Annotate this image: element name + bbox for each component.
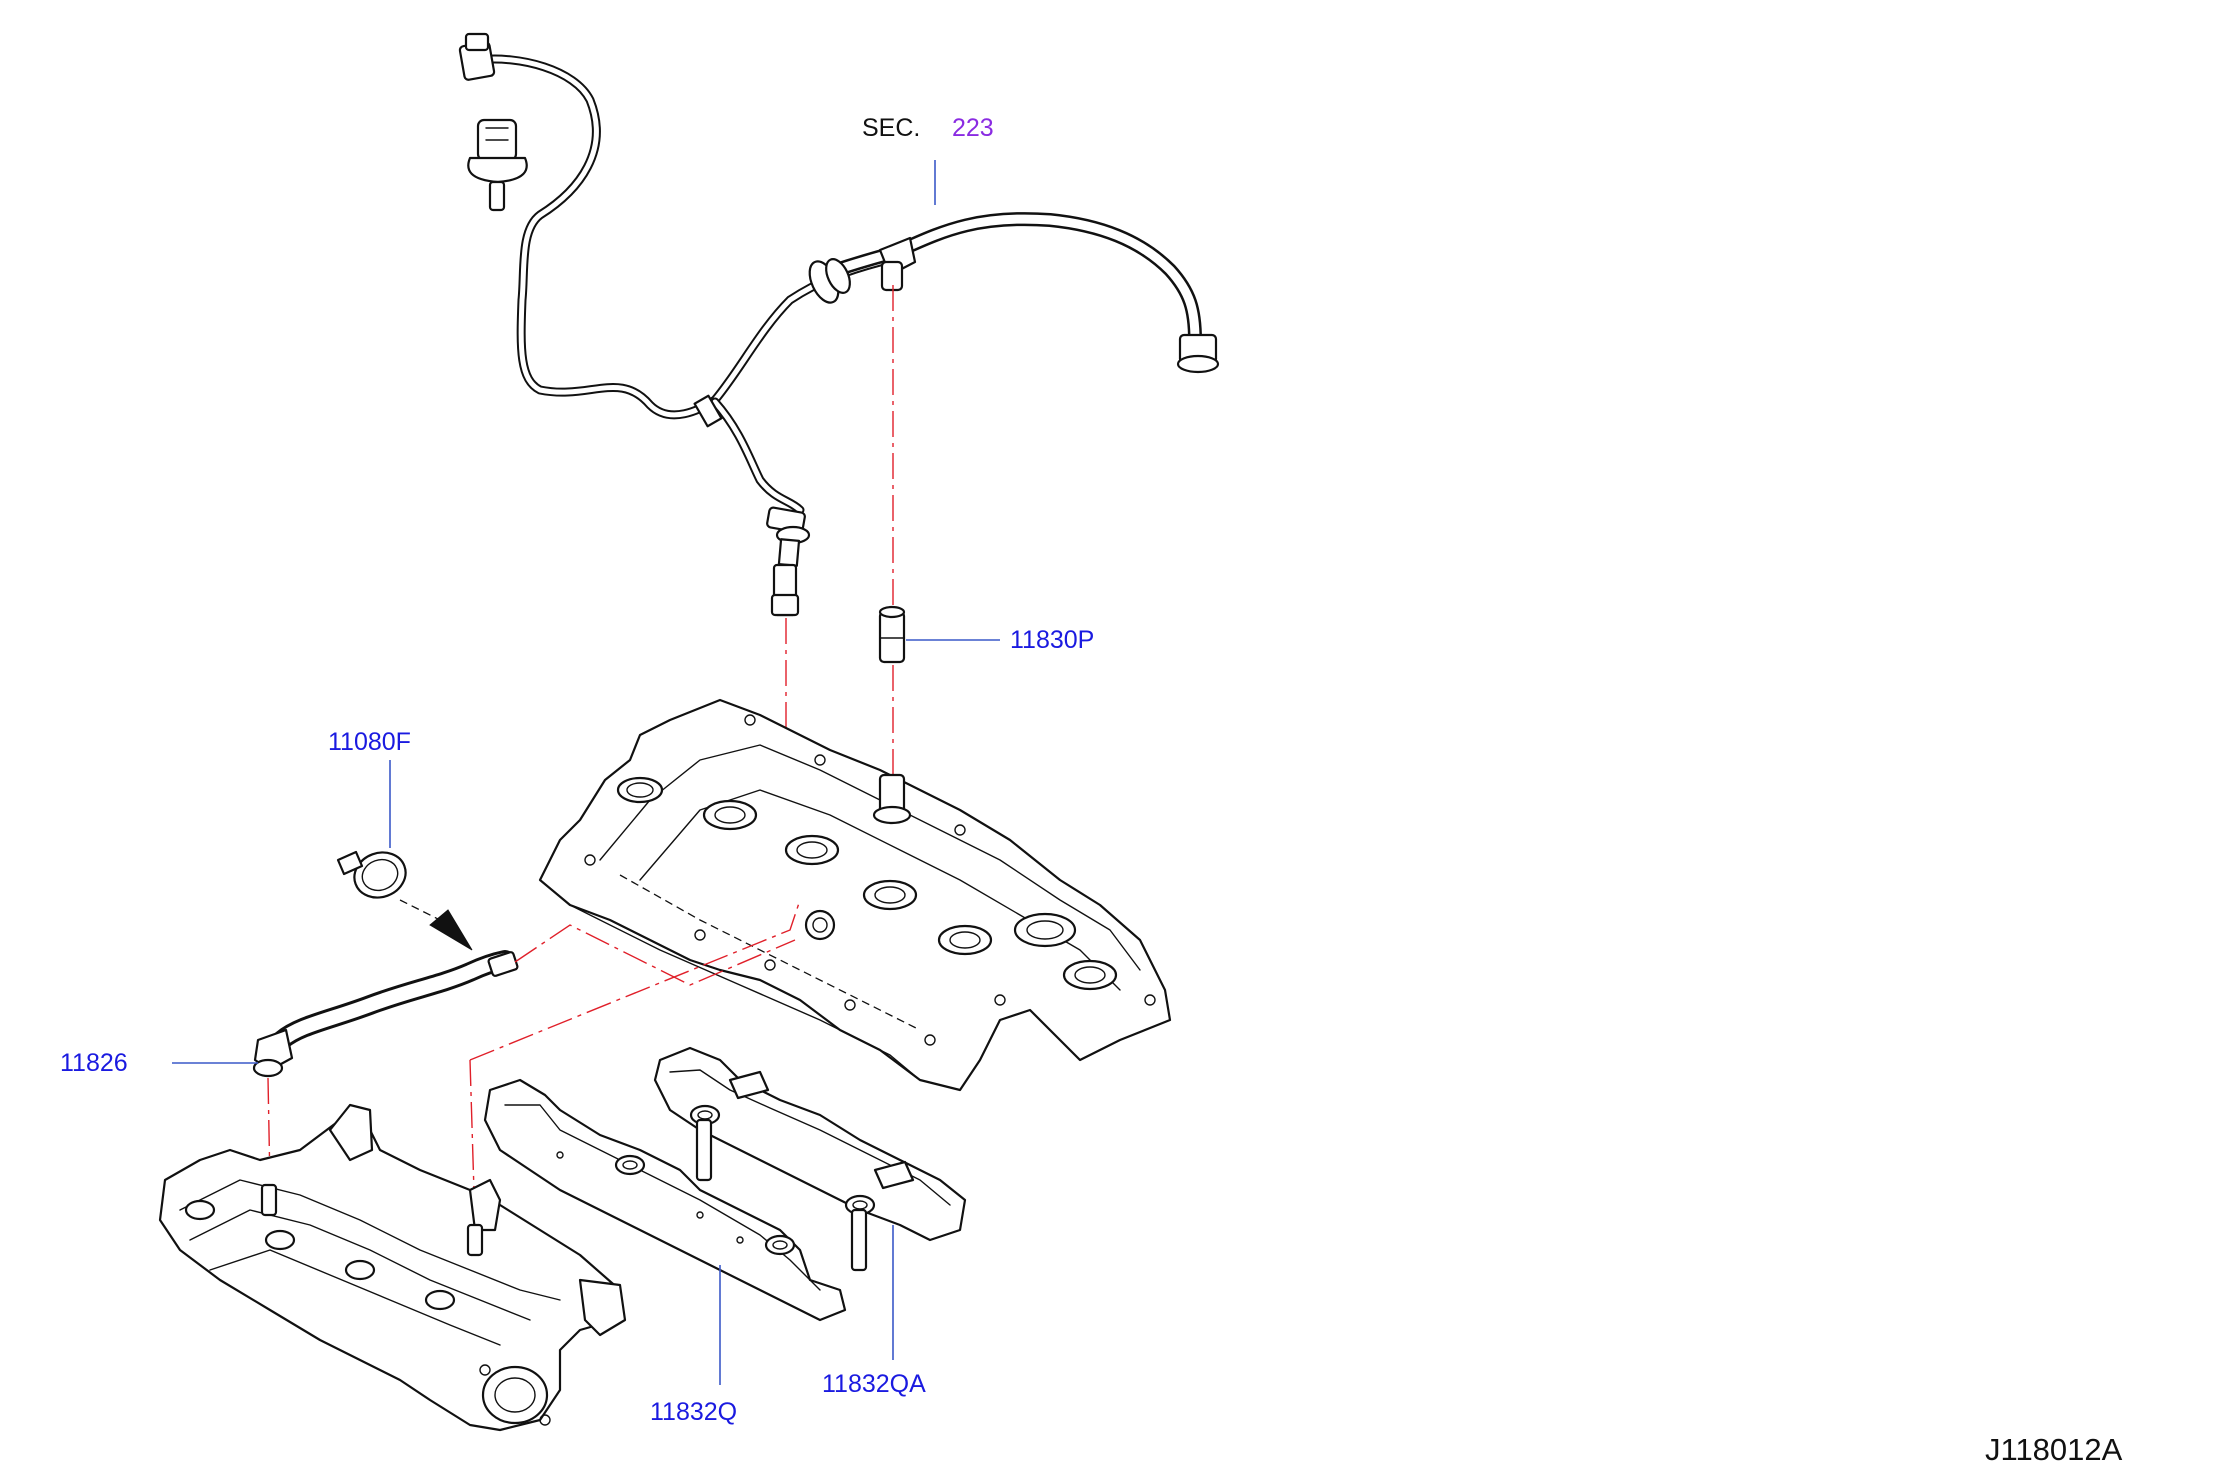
section-ref-number[interactable]: 223 — [952, 114, 994, 142]
callout-11832q[interactable]: 11832Q — [650, 1398, 737, 1426]
upper-baffle-plate — [653, 1046, 967, 1272]
callout-11080f[interactable]: 11080F — [328, 728, 411, 756]
hose-clamp — [336, 850, 407, 899]
diagram-id: J118012A — [1985, 1432, 2123, 1467]
pcv-valve — [878, 605, 906, 664]
install-direction-arrow — [429, 909, 473, 951]
callout-11826[interactable]: 11826 — [60, 1049, 128, 1077]
baffle-bolt-2 — [850, 1208, 868, 1272]
sensor-harness — [458, 32, 885, 617]
callout-11830p[interactable]: 11830P — [1010, 626, 1094, 654]
baffle-bolt-1 — [695, 1118, 713, 1182]
rocker-cover — [538, 698, 1172, 1092]
section-ref-prefix: SEC. — [862, 114, 920, 142]
blow-by-hose — [252, 950, 519, 1078]
intake-manifold — [158, 1103, 627, 1432]
breather-hose — [808, 212, 1220, 374]
baffle-plate — [483, 1078, 847, 1322]
callout-11832qa[interactable]: 11832QA — [822, 1370, 926, 1398]
